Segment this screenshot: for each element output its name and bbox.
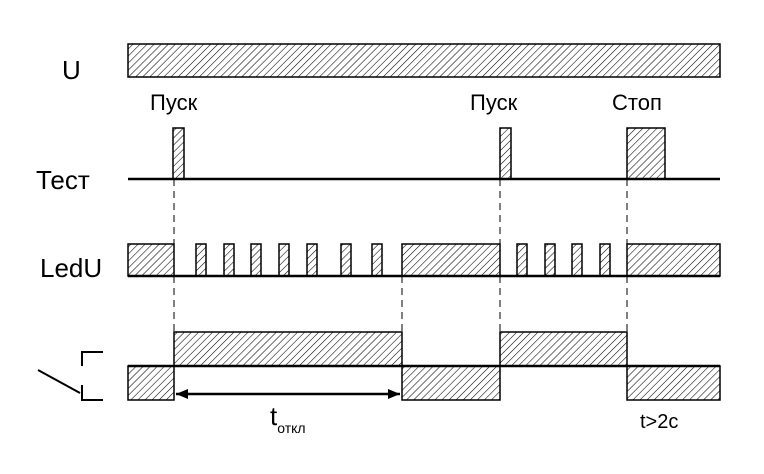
led-blink bbox=[223, 243, 235, 277]
t-stop-label: t>2с bbox=[640, 411, 678, 433]
led-blink bbox=[599, 243, 611, 277]
relay-off-1 bbox=[127, 365, 175, 401]
signal-label-u: U bbox=[62, 55, 81, 85]
led-blink bbox=[278, 243, 290, 277]
led-blink bbox=[250, 243, 262, 277]
led-on-1 bbox=[127, 243, 175, 277]
signal-label-led: LedU bbox=[40, 253, 102, 283]
test-pulse-stop bbox=[626, 127, 666, 180]
t-off-label: tоткл bbox=[270, 401, 306, 436]
t-off-subscript: откл bbox=[277, 420, 305, 436]
led-blink bbox=[340, 243, 352, 277]
test-pulse-start-1 bbox=[172, 127, 185, 180]
led-signal bbox=[127, 243, 721, 278]
test-pulse-start-2 bbox=[499, 127, 512, 180]
relay-on-2 bbox=[499, 331, 628, 367]
test-signal bbox=[128, 127, 720, 181]
u-supply-bar bbox=[127, 43, 721, 78]
signal-label-test: Тест bbox=[36, 165, 90, 195]
relay-on-1 bbox=[173, 331, 403, 367]
guide-lines bbox=[173, 179, 628, 366]
relay-signal bbox=[127, 331, 721, 401]
event-label-stop: Стоп bbox=[612, 90, 662, 115]
event-label-start-1: Пуск bbox=[150, 90, 198, 115]
relay-contact-icon bbox=[37, 351, 103, 401]
led-blink bbox=[371, 243, 383, 277]
led-blink bbox=[306, 243, 318, 277]
led-blink bbox=[195, 243, 207, 277]
led-on-2 bbox=[401, 243, 501, 277]
led-on-3 bbox=[626, 243, 721, 277]
led-blink bbox=[571, 243, 583, 277]
relay-off-3 bbox=[626, 365, 721, 401]
t-off-main: t bbox=[270, 401, 278, 431]
led-blink bbox=[516, 243, 528, 277]
event-label-start-2: Пуск bbox=[470, 90, 518, 115]
led-blink bbox=[544, 243, 556, 277]
relay-off-2 bbox=[401, 365, 501, 401]
